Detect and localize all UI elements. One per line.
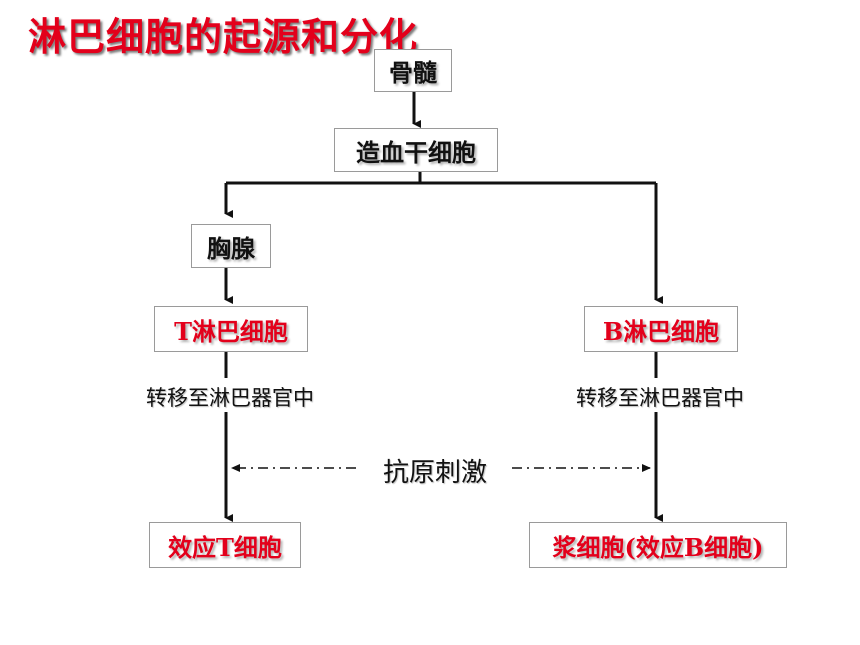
node-bone-marrow: 骨髓: [374, 49, 452, 92]
label-antigen-stimulation: 抗原刺激: [382, 458, 488, 488]
label-migrate-right: 转移至淋巴器官中: [576, 386, 744, 410]
node-plasma-cell: 浆细胞(效应B细胞): [529, 522, 787, 568]
label-migrate-left: 转移至淋巴器官中: [146, 386, 314, 410]
node-t-cell: T淋巴细胞: [154, 306, 308, 352]
node-effector-t-cell: 效应T细胞: [149, 522, 301, 568]
node-b-cell: B淋巴细胞: [584, 306, 738, 352]
node-stem-cell: 造血干细胞: [334, 128, 498, 172]
page-title: 淋巴细胞的起源和分化: [28, 14, 419, 59]
node-thymus: 胸腺: [191, 224, 271, 268]
